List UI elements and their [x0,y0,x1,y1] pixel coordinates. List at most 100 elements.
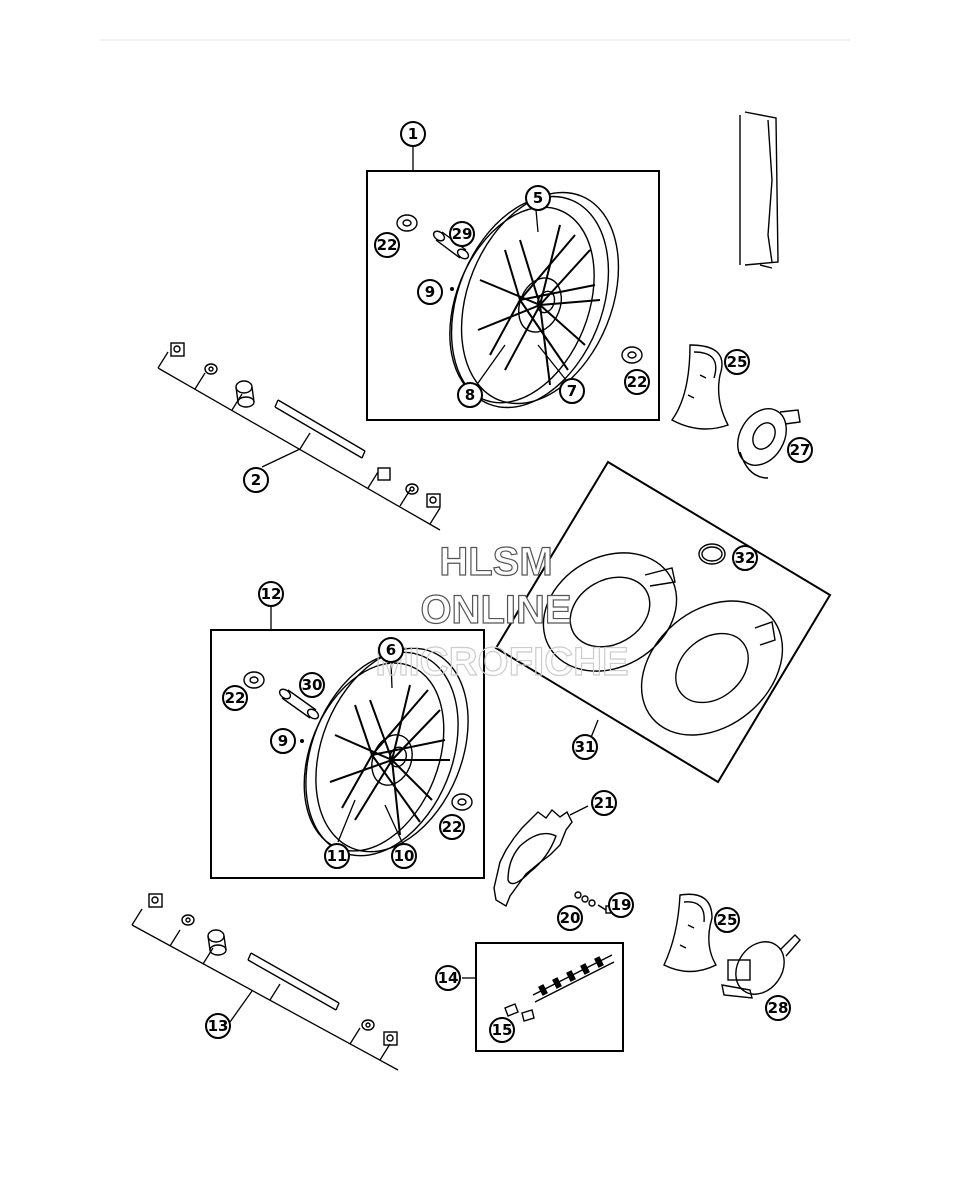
rear-axle-nut-right [383,1031,398,1046]
front-wheel-rim [449,191,620,409]
rear-bearing-left [243,671,265,689]
callout-22-front-left: 22 [374,232,400,258]
tire-section [739,111,779,269]
callout-27: 27 [787,437,813,463]
watermark-line-3: MICROFICHE [375,640,628,684]
front-axle-assembly [157,342,441,531]
front-bearing-right [621,346,643,364]
callout-11: 11 [324,843,350,869]
rear-brake-shoes [663,893,717,973]
callout-6: 6 [378,637,404,663]
callout-22-rear-right: 22 [439,814,465,840]
callout-21-label: 21 [594,794,615,812]
rear-sprocket [493,805,612,914]
callout-22-front-left-label: 22 [377,236,398,254]
callout-9-rear: 9 [270,728,296,754]
brake-disc-frame [494,460,832,784]
front-axle-spacer [235,380,255,408]
callout-5-label: 5 [533,189,543,207]
front-axle-washer-left [204,363,218,375]
callout-12-label: 12 [261,585,282,603]
watermark-line-2: ONLINE [420,588,571,632]
callout-29: 29 [449,221,475,247]
front-brake-plate [737,408,801,479]
callout-2: 2 [243,467,269,493]
callout-7-label: 7 [567,382,577,400]
front-axle-nut-left [170,342,185,357]
callout-25-front: 25 [724,349,750,375]
callout-14-label: 14 [438,969,459,987]
callout-32-label: 32 [735,549,756,567]
front-wheel-frame [366,170,660,421]
callout-22-front-right: 22 [624,369,650,395]
master-link [504,1003,535,1022]
callout-25-rear-label: 25 [717,911,738,929]
callout-14: 14 [435,965,461,991]
rear-axle-shaft [247,952,340,1011]
callout-27-label: 27 [790,441,811,459]
callout-20: 20 [557,905,583,931]
callout-22-rear-left: 22 [222,685,248,711]
callout-9-front-label: 9 [425,283,435,301]
front-axle-washer-right [405,483,419,495]
callout-22-rear-right-label: 22 [442,818,463,836]
brake-disc-one [542,552,678,672]
brake-disc-two [640,600,784,736]
callout-11-label: 11 [327,847,348,865]
rear-wheel-frame [210,629,485,879]
callout-7: 7 [559,378,585,404]
callout-8-label: 8 [465,386,475,404]
snap-ring [698,543,726,565]
callout-32: 32 [732,545,758,571]
callout-5: 5 [525,185,551,211]
brake-disc-group [494,460,832,784]
callout-28-label: 28 [768,999,789,1017]
front-spokes [477,224,601,386]
callout-2-label: 2 [251,471,261,489]
callout-1-label: 1 [408,125,418,143]
front-bearing-left [396,214,418,232]
callout-10-label: 10 [394,847,415,865]
callout-20-label: 20 [560,909,581,927]
rear-axle-spacer [207,929,227,956]
watermark: HLSM ONLINE MICROFICHE [375,539,630,684]
drive-chain-assembly [462,942,624,1052]
callout-8: 8 [457,382,483,408]
watermark-line-1: HLSM [439,540,552,584]
callout-30-label: 30 [302,676,323,694]
rear-spacer-sleeve [278,688,320,720]
chain-links [532,954,615,1003]
front-wheel-assembly [366,146,660,421]
callout-10: 10 [391,843,417,869]
callout-31: 31 [572,734,598,760]
callout-15: 15 [489,1017,515,1043]
callout-19-label: 19 [611,896,632,914]
callout-12: 12 [258,581,284,607]
front-axle-nut-right [426,493,441,508]
callout-6-label: 6 [386,641,396,659]
rear-spokes [329,684,450,836]
callout-13: 13 [205,1013,231,1039]
callout-9-front: 9 [417,279,443,305]
rear-axle-nut-left [148,893,163,908]
callout-9-rear-label: 9 [278,732,288,750]
rear-axle-washer-left [181,914,195,926]
rear-axle-assembly [131,893,399,1071]
rear-brake-plate [721,934,801,999]
sprocket-nuts [574,891,596,907]
callout-19: 19 [608,892,634,918]
callout-30: 30 [299,672,325,698]
rear-bearing-right [451,793,473,811]
rear-axle-washer-right [361,1019,375,1031]
callout-22-front-right-label: 22 [627,373,648,391]
callout-15-label: 15 [492,1021,513,1039]
callout-29-label: 29 [452,225,473,243]
callout-25-front-label: 25 [727,353,748,371]
front-axle-collar [377,467,391,481]
callout-22-rear-left-label: 22 [225,689,246,707]
callout-21: 21 [591,790,617,816]
callout-1: 1 [400,121,426,147]
callout-25-rear: 25 [714,907,740,933]
front-brake-shoes [670,344,729,430]
